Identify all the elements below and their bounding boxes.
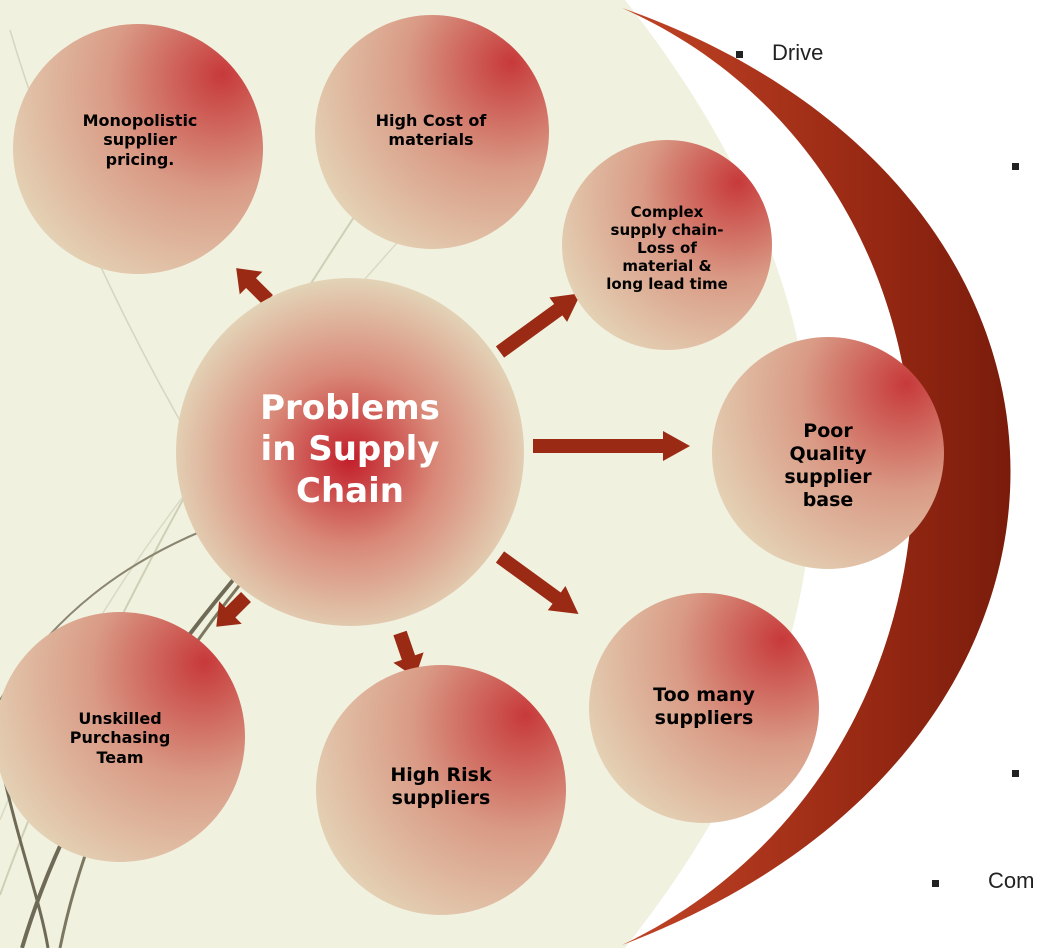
node-unskilled [0, 612, 245, 862]
arrow-to-complex-supply-chain [495, 293, 581, 358]
node-complex-supply-chain [562, 140, 772, 350]
bullet-marker-4 [932, 880, 939, 887]
bullet-marker-2 [1012, 163, 1019, 170]
node-center [176, 278, 524, 626]
arrow-to-poor-quality [533, 431, 690, 461]
arrow-to-unskilled [216, 592, 251, 627]
nodes [0, 15, 944, 915]
arrow-to-monopolistic [236, 268, 273, 305]
bullet-marker-3 [1012, 770, 1019, 777]
node-high-risk [316, 665, 566, 915]
bullet-marker-1 [736, 51, 743, 58]
arrow-to-too-many [495, 551, 579, 615]
node-monopolistic [13, 24, 263, 274]
node-poor-quality [712, 337, 944, 569]
node-too-many [589, 593, 819, 823]
node-high-cost [315, 15, 549, 249]
crescent-arc [622, 8, 1011, 945]
arrow-to-high-risk [393, 630, 424, 678]
